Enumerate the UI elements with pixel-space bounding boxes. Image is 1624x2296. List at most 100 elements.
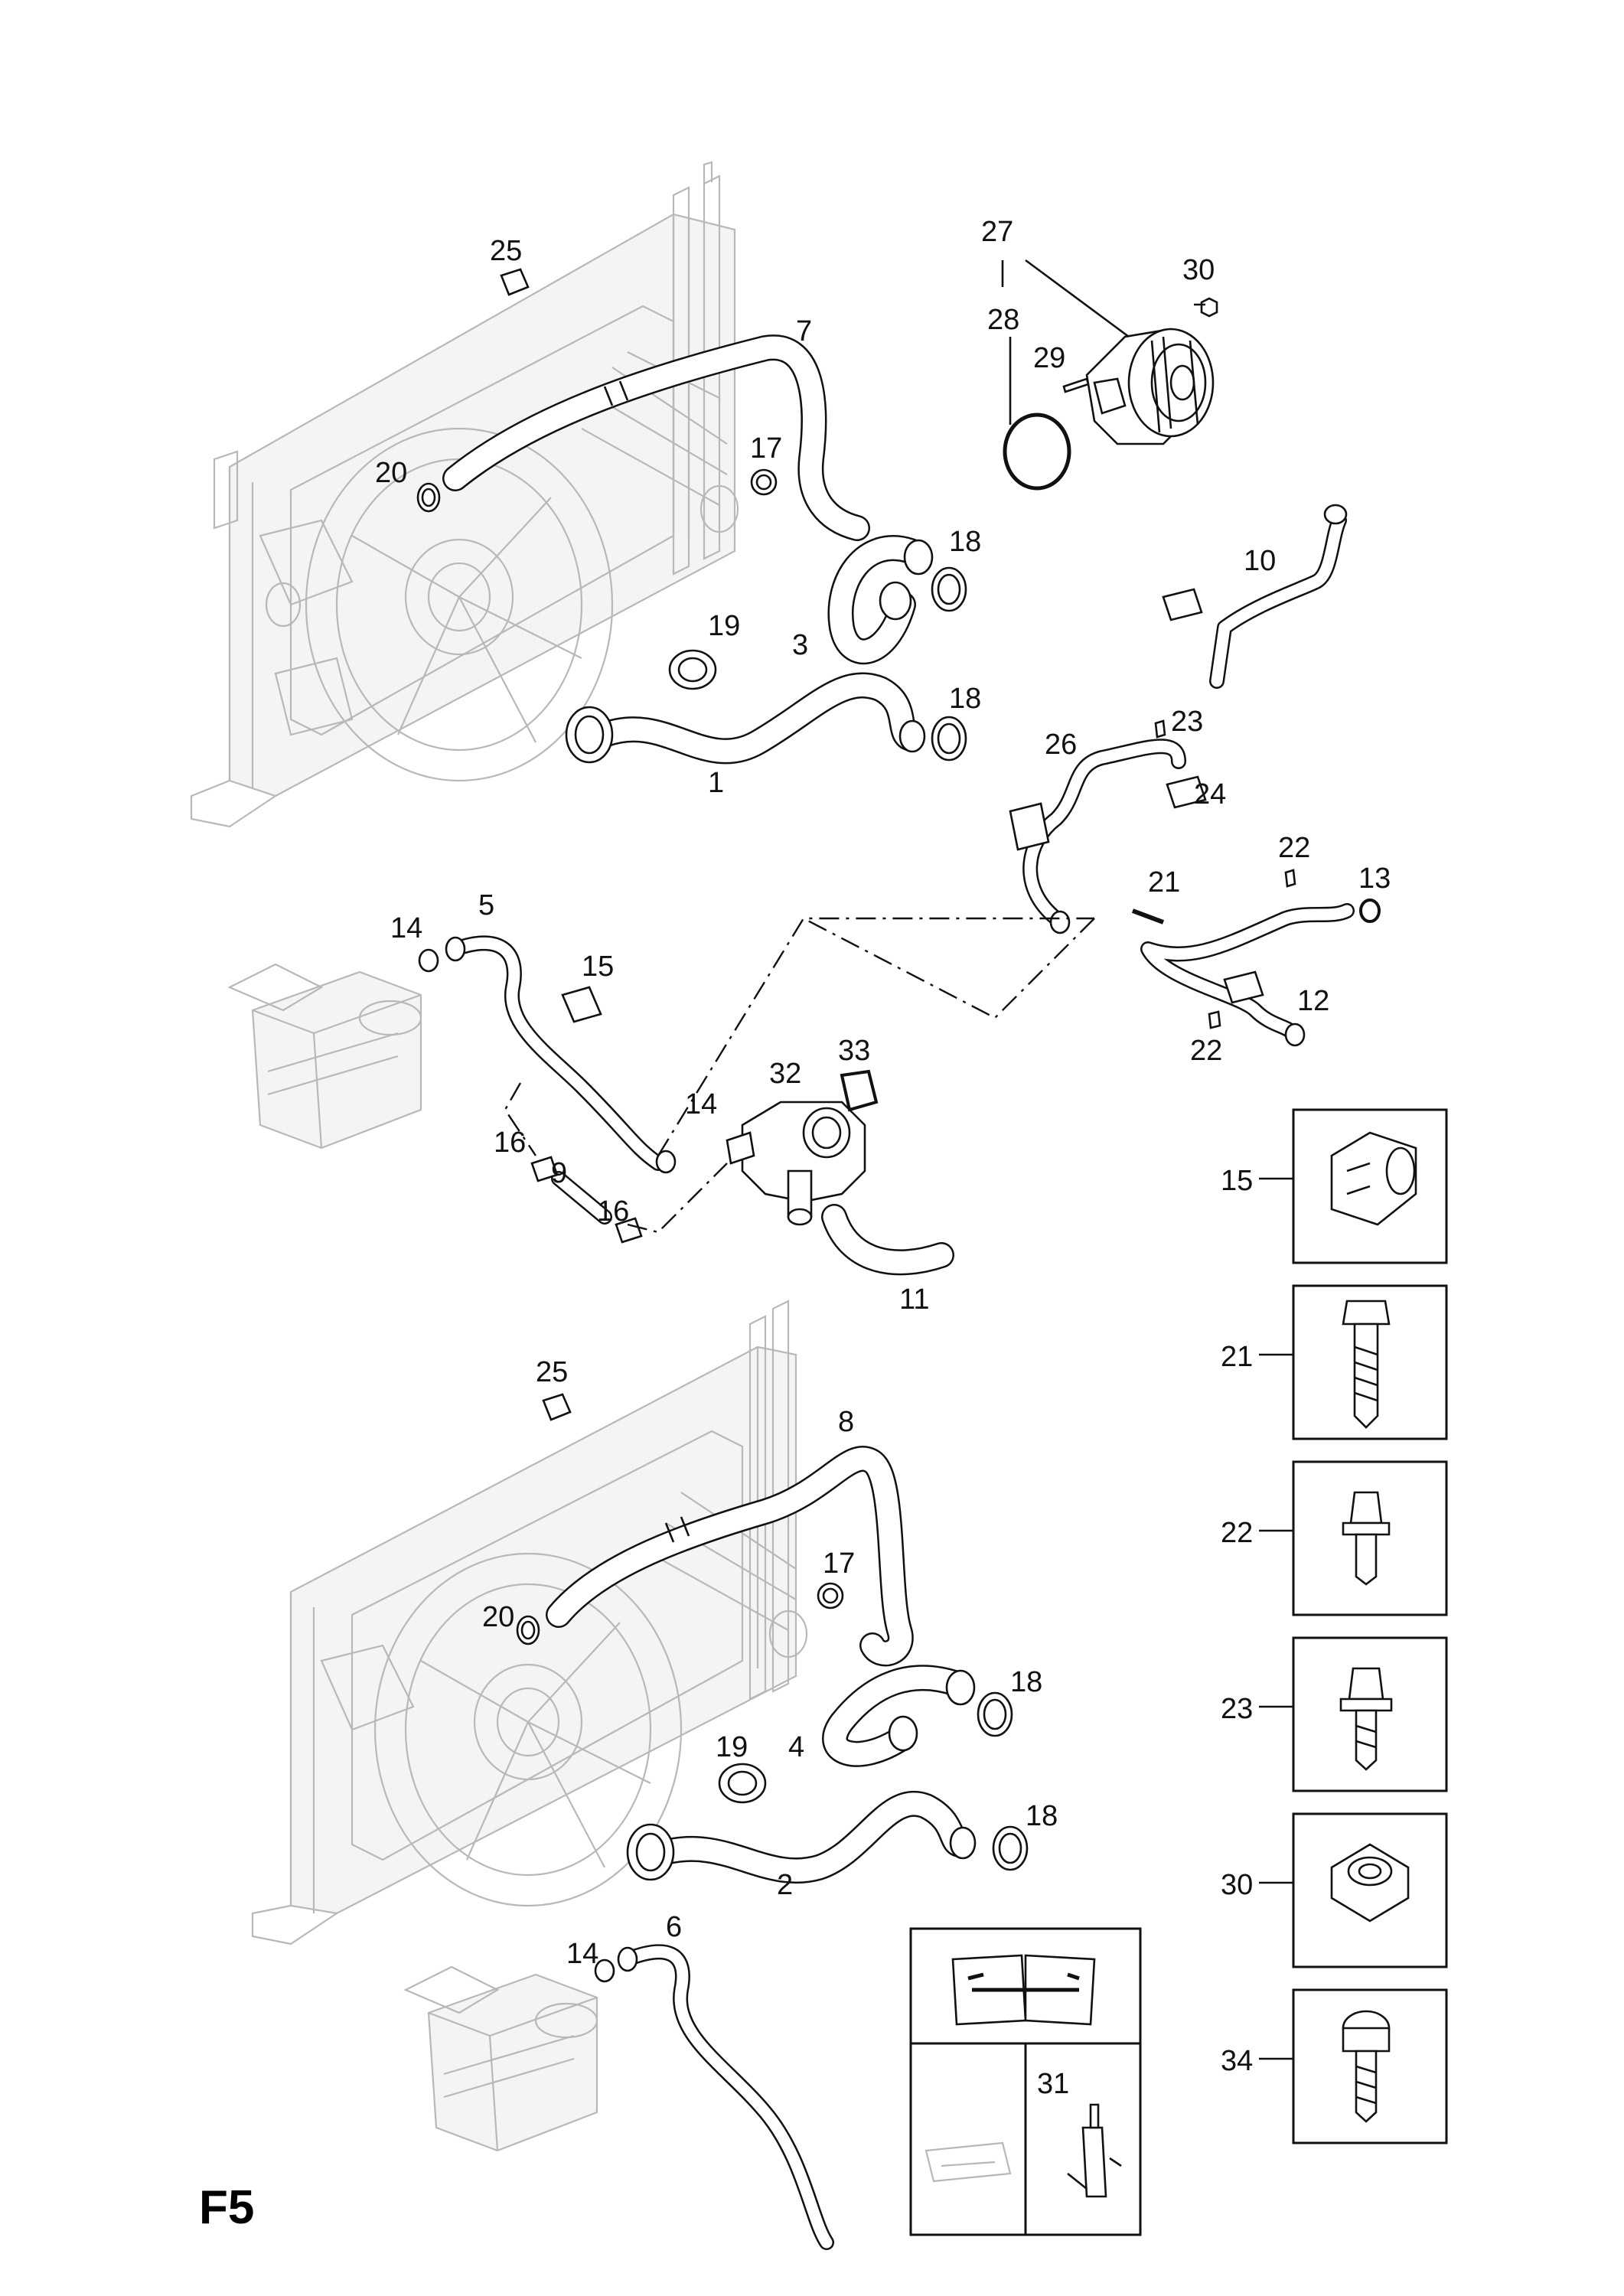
clamp-25-top (500, 268, 530, 296)
assembly-lines (504, 917, 1095, 1234)
callout-30: 30 (1182, 254, 1215, 286)
callout-5: 5 (478, 889, 494, 921)
callout-14: 14 (685, 1088, 717, 1120)
callout-2: 2 (777, 1869, 793, 1901)
callout-26: 26 (1045, 729, 1077, 761)
hose-8 (546, 1446, 914, 1667)
callout-29: 29 (1033, 342, 1065, 374)
fastener-panel-34 (1292, 1988, 1448, 2144)
fastener-panel-15 (1292, 1108, 1448, 1264)
hose-5 (445, 935, 666, 1171)
cap-16-a (530, 1156, 559, 1182)
leader-lines (1001, 259, 1301, 2060)
callout-1: 1 (708, 767, 724, 799)
bolt-22-a (1284, 869, 1296, 888)
legend-box (909, 1927, 1142, 2236)
water-pump-27 (1085, 328, 1215, 445)
radiator-top-ghost (190, 161, 739, 828)
panel-label-34: 34 (1221, 2045, 1253, 2077)
thermostat-housing-32 (726, 1101, 866, 1226)
hose-11 (821, 1204, 954, 1276)
callout-20: 20 (375, 457, 407, 489)
open-manual-wrench-icon (951, 1954, 1096, 2026)
callout-6: 6 (666, 1911, 682, 1943)
callout-16: 16 (494, 1127, 526, 1159)
o-ring-13 (1359, 899, 1381, 923)
stud-29 (1062, 377, 1090, 393)
flange-24 (1166, 775, 1207, 809)
callout-32: 32 (769, 1058, 801, 1090)
fastener-panel-23 (1292, 1636, 1448, 1792)
callout-28: 28 (987, 304, 1019, 336)
callout-8: 8 (838, 1406, 854, 1438)
callout-33: 33 (838, 1035, 870, 1067)
callout-22: 22 (1278, 832, 1310, 864)
callout-20: 20 (482, 1601, 514, 1633)
panel-label-30: 30 (1221, 1869, 1253, 1901)
clamp-19-top (668, 649, 717, 690)
gasket-33 (840, 1069, 879, 1112)
callout-7: 7 (796, 315, 812, 347)
callout-3: 3 (792, 629, 808, 661)
hose-9 (551, 1171, 612, 1225)
callout-19: 19 (708, 610, 740, 642)
hose-3 (827, 535, 934, 665)
callout-25: 25 (490, 235, 522, 267)
callout-18: 18 (1010, 1666, 1042, 1698)
hose-6 (617, 1944, 834, 2250)
clip-15 (561, 986, 602, 1023)
clamp-14-top-b (655, 1150, 677, 1174)
fastener-panel-30 (1292, 1812, 1448, 1968)
clamp-25-bottom (542, 1393, 572, 1421)
panel-label-22: 22 (1221, 1517, 1253, 1549)
radiator-bottom-ghost (251, 1300, 808, 1945)
sheet-code: F5 (199, 2181, 254, 2234)
clamp-17-top (750, 468, 778, 496)
clamp-18-bottom-a (977, 1691, 1013, 1737)
callout-17: 17 (823, 1548, 855, 1580)
clamp-18-top-a (931, 566, 967, 612)
callout-25: 25 (536, 1356, 568, 1388)
callout-12: 12 (1297, 985, 1329, 1017)
callout-13: 13 (1358, 863, 1391, 895)
callout-14: 14 (390, 912, 422, 944)
callouts: 25 7 20 17 27 28 29 30 18 3 19 10 18 1 2… (199, 216, 1391, 2234)
pipe-10 (1162, 504, 1348, 689)
callout-17: 17 (750, 432, 782, 465)
panel-label-21: 21 (1221, 1341, 1253, 1373)
clamp-17-bottom (817, 1582, 844, 1609)
callout-19: 19 (716, 1731, 748, 1763)
callout-18: 18 (949, 526, 981, 558)
bolt-21 (1131, 908, 1165, 925)
callout-4: 4 (788, 1731, 804, 1763)
callout-18: 18 (949, 683, 981, 715)
bolt-23 (1154, 719, 1166, 739)
callout-9: 9 (551, 1157, 567, 1189)
clamp-18-bottom-b (992, 1825, 1029, 1871)
callout-16: 16 (597, 1195, 629, 1228)
clamp-14-top-a (418, 948, 439, 973)
callout-11: 11 (899, 1283, 929, 1316)
callout-23: 23 (1171, 706, 1203, 738)
bolt-22-b (1208, 1010, 1221, 1029)
callout-24: 24 (1194, 778, 1226, 810)
callout-14: 14 (566, 1938, 598, 1970)
clamp-19-bottom (718, 1763, 767, 1804)
panel-label-15: 15 (1221, 1165, 1253, 1197)
pipe-26 (1009, 739, 1186, 934)
hose-1 (565, 672, 926, 765)
hose-4 (822, 1665, 976, 1767)
expansion-tank-top-ghost (227, 963, 422, 1150)
clamp-20-bottom (516, 1615, 540, 1645)
fastener-panel-22 (1292, 1460, 1448, 1616)
pipe-12 (1140, 903, 1355, 1047)
hose-2 (626, 1790, 977, 1884)
expansion-tank-bottom-ghost (403, 1965, 598, 2152)
o-ring-28 (1003, 413, 1071, 491)
callout-10: 10 (1244, 545, 1276, 577)
fastener-panel-21 (1292, 1284, 1448, 1440)
dispenser-bottle-icon (1067, 2103, 1122, 2198)
hose-7 (442, 334, 870, 541)
clamp-14-bottom (594, 1958, 615, 1983)
